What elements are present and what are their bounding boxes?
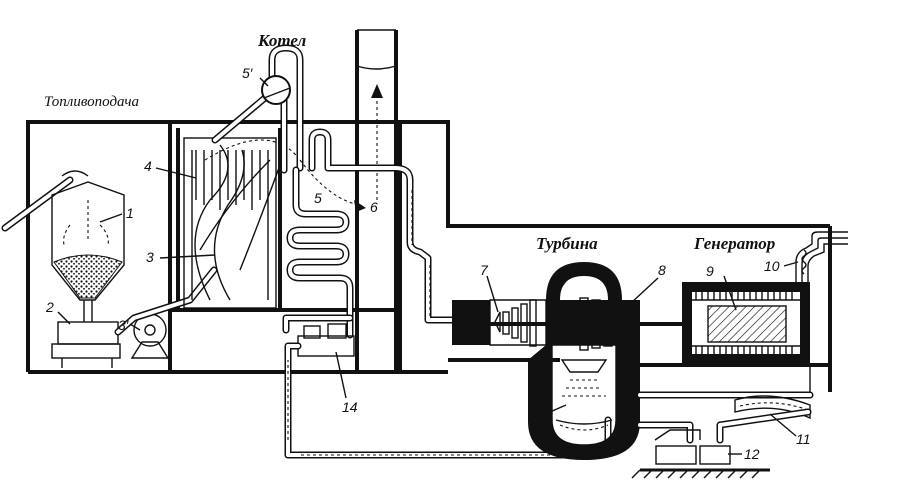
steam-drum xyxy=(211,44,304,174)
label-1: 1 xyxy=(126,205,134,221)
text-labels: Котел Топливоподача Турбина Генератор 1 … xyxy=(44,31,811,462)
leader-lines xyxy=(57,77,799,455)
label-11: 11 xyxy=(796,431,811,447)
generator-label: Генератор xyxy=(693,234,775,253)
label-8: 8 xyxy=(658,262,666,278)
turbine xyxy=(452,262,690,351)
fuel-supply-label: Топливоподача xyxy=(44,94,139,110)
chimney xyxy=(355,29,398,372)
mill-and-fan xyxy=(51,266,218,368)
label-13: 13 xyxy=(532,405,548,421)
generator-leads xyxy=(795,231,848,282)
boiler-furnace xyxy=(183,137,301,309)
label-12: 12 xyxy=(744,446,760,462)
label-6: 6 xyxy=(370,199,378,215)
condenser xyxy=(528,344,640,460)
label-9: 9 xyxy=(706,263,714,279)
label-3: 3 xyxy=(146,249,154,265)
label-2: 2 xyxy=(45,299,54,315)
economizer-coil xyxy=(286,128,474,339)
label-4: 4 xyxy=(144,158,152,174)
label-10: 10 xyxy=(764,258,780,274)
label-5-prime: 5′ xyxy=(242,65,254,81)
cooling-water xyxy=(631,391,814,479)
building-walls xyxy=(26,120,832,392)
boiler-label: Котел xyxy=(257,31,307,50)
fuel-hopper xyxy=(1,170,125,322)
label-3-prime: 3′ xyxy=(118,317,130,333)
label-7: 7 xyxy=(480,262,489,278)
label-5: 5 xyxy=(314,190,322,206)
turbine-label: Турбина xyxy=(536,234,598,253)
label-14: 14 xyxy=(342,399,358,415)
generator xyxy=(682,282,810,364)
